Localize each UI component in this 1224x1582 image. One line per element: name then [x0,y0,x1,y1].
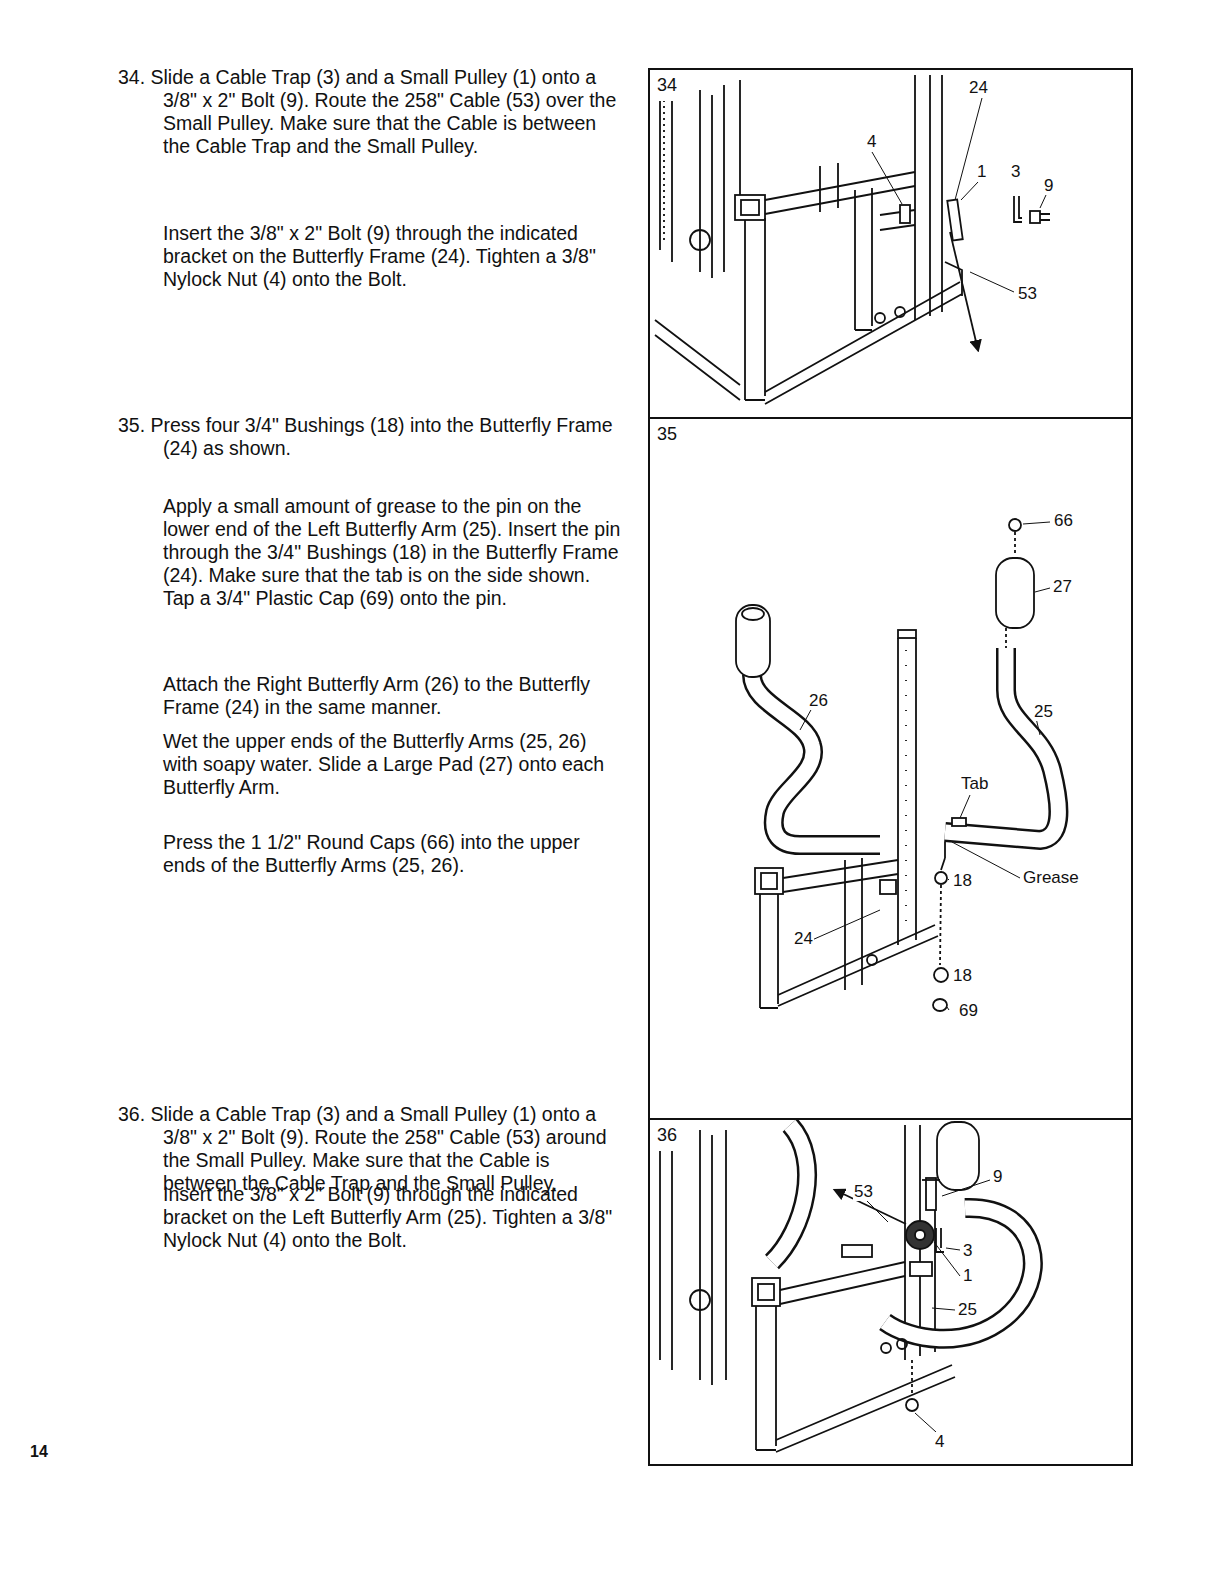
instruction-text: 35. Press four 3/4" Bushings (18) into t… [118,414,623,460]
callout-number: 4 [866,132,877,151]
callout-number: 4 [934,1432,945,1451]
callout-number: 69 [958,1001,979,1020]
instruction-text: Apply a small amount of grease to the pi… [163,495,623,610]
frame-drawing-35 [736,519,1058,1011]
callout-number: 18 [952,966,973,985]
figure-panel: 36 [648,1118,1133,1466]
callout-number: 66 [1053,511,1074,530]
callout-number: 27 [1052,577,1073,596]
figure-panel: 34 [648,68,1133,419]
figure-number: 34 [650,70,684,101]
instruction-text: Press the 1 1/2" Round Caps (66) into th… [163,831,623,877]
callout-number: Tab [960,774,989,793]
callout-number: 9 [992,1167,1003,1186]
instruction-text: 34. Slide a Cable Trap (3) and a Small P… [118,66,623,158]
callout-number: 26 [808,691,829,710]
callout-number: 1 [976,162,987,181]
instruction-text: Insert the 3/8" x 2" Bolt (9) through th… [163,1183,623,1252]
instruction-text: Insert the 3/8" x 2" Bolt (9) through th… [163,222,623,291]
callout-number: 25 [1033,702,1054,721]
callout-number: 53 [853,1182,874,1201]
page-number: 14 [30,1443,48,1461]
instruction-text: Wet the upper ends of the Butterfly Arms… [163,730,623,799]
callout-number: 3 [962,1241,973,1260]
callout-number: 3 [1010,162,1021,181]
figure-number: 36 [650,1120,684,1151]
callout-number: Grease [1022,868,1080,887]
frame-drawing-34 [655,75,1050,404]
instruction-text: 36. Slide a Cable Trap (3) and a Small P… [118,1103,623,1195]
callout-number: 9 [1043,176,1054,195]
frame-drawing-36 [660,1122,1033,1452]
callout-number: 24 [793,929,814,948]
callout-number: 1 [962,1266,973,1285]
callout-number: 25 [957,1300,978,1319]
callout-number: 24 [968,78,989,97]
callout-number: 18 [952,871,973,890]
instruction-text: Attach the Right Butterfly Arm (26) to t… [163,673,623,719]
callout-number: 53 [1017,284,1038,303]
figure-number: 35 [650,419,684,450]
